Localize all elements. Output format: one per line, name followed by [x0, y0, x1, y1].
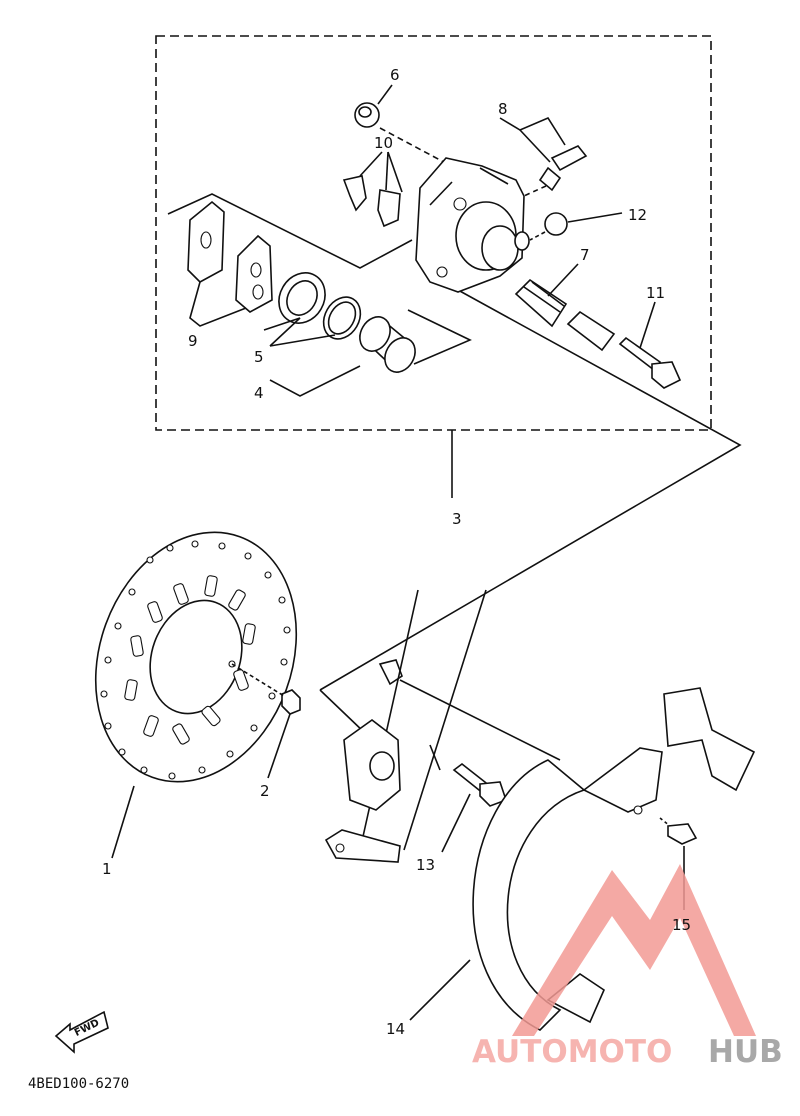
callout-1: 1: [102, 860, 112, 878]
disc-cover-part: [409, 687, 756, 1031]
disc-holes: [100, 540, 291, 780]
brake-pad-part: [167, 193, 413, 327]
fwd-arrow-icon: FWD: [54, 1010, 109, 1054]
caliper-body-part: [415, 157, 530, 293]
callout-12: 12: [628, 206, 647, 224]
piston-part: [269, 309, 472, 397]
callout-15: 15: [672, 916, 691, 934]
watermark-text: AUTOMOTO HUB: [472, 1034, 783, 1070]
callout-7: 7: [580, 246, 590, 264]
bleed-cap-part: [354, 84, 456, 169]
callout-labels: 1 2 3 4 5 6 7 8 9 10 11 12 13 14 15: [102, 66, 691, 1038]
callout-11: 11: [646, 284, 665, 302]
callout-13: 13: [416, 856, 435, 874]
axle-bolt-part: [441, 762, 508, 853]
callout-14: 14: [386, 1020, 405, 1038]
watermark-logo-icon: [512, 864, 756, 1036]
disc-slots: [124, 575, 256, 745]
watermark-part2: HUB: [708, 1034, 783, 1070]
callout-3: 3: [452, 510, 462, 528]
callout-8: 8: [498, 100, 508, 118]
brake-disc-part: [94, 531, 298, 859]
callout-5: 5: [254, 348, 264, 366]
callout-10: 10: [374, 134, 393, 152]
watermark-part1: AUTOMOTO: [472, 1034, 672, 1070]
pad-clip-part: [342, 151, 403, 228]
callout-9: 9: [188, 332, 198, 350]
caliper-assembly-box: [155, 35, 712, 498]
fork-leg-part: [324, 589, 487, 863]
drawing-code: 4BED100-6270: [28, 1076, 129, 1092]
caliper-bolt-part: [618, 301, 682, 389]
callout-2: 2: [260, 782, 270, 800]
assembly-leader-lines: [319, 289, 742, 761]
caliper-cap-part: [529, 212, 623, 241]
disc-bolt-part: [231, 663, 301, 779]
callout-4: 4: [254, 384, 264, 402]
piston-seal-part: [263, 272, 362, 347]
boot-part: [514, 263, 616, 352]
callout-6: 6: [390, 66, 400, 84]
